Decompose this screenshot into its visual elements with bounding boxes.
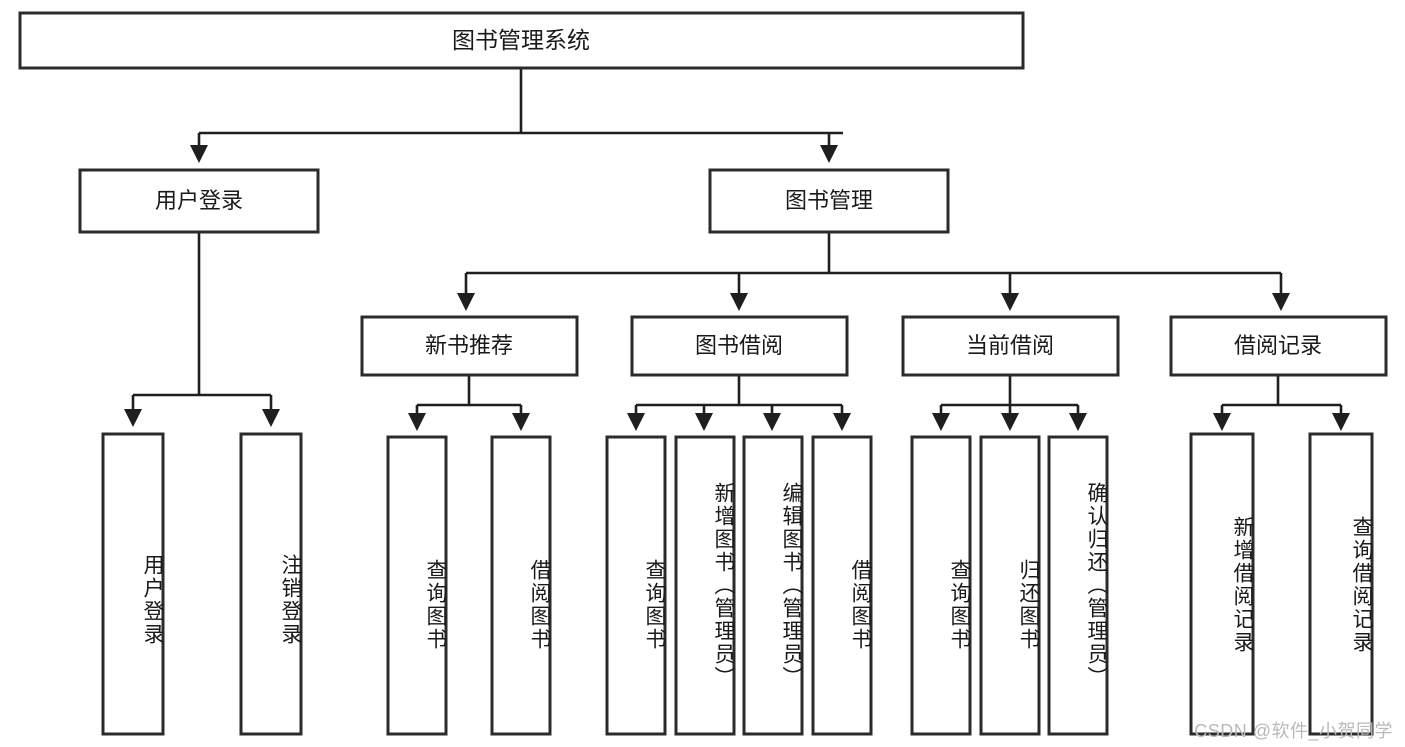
leaf-box-bb-query-book[interactable] (605, 435, 667, 736)
leaf-box-bb-add-book[interactable] (674, 435, 736, 736)
leaf-box-logout[interactable] (239, 432, 303, 736)
connector-borrow-to-leaves (626, 375, 852, 432)
connector-record-to-leaves (1212, 375, 1351, 432)
leaf-box-cb-query-book[interactable] (910, 435, 972, 736)
node-root-label: 图书管理系统 (452, 27, 590, 53)
leaf-box-nb-borrow-book[interactable] (490, 435, 552, 736)
node-user-login[interactable]: 用户登录 (78, 168, 320, 234)
connector-userlogin-to-leaves (123, 232, 281, 428)
node-user-login-label: 用户登录 (155, 188, 243, 213)
leaf-box-user-login[interactable] (101, 432, 165, 736)
node-new-book-recommend[interactable]: 新书推荐 (360, 315, 579, 377)
node-root-system[interactable]: 图书管理系统 (18, 11, 1025, 70)
leaf-box-cb-return-book[interactable] (979, 435, 1041, 736)
node-borrow-record-label: 借阅记录 (1234, 333, 1322, 358)
node-borrow-record[interactable]: 借阅记录 (1169, 315, 1388, 377)
node-book-management[interactable]: 图书管理 (708, 168, 950, 234)
node-book-management-label: 图书管理 (785, 188, 873, 213)
leaf-box-br-add-record[interactable] (1189, 432, 1255, 736)
leaf-box-br-query-record[interactable] (1308, 432, 1374, 736)
watermark-text: CSDN @软件_小贺同学 (1194, 721, 1393, 741)
node-current-borrow[interactable]: 当前借阅 (901, 315, 1120, 377)
connector-newbook-to-leaves (407, 375, 531, 432)
leaf-box-bb-edit-book[interactable] (742, 435, 804, 736)
node-new-book-recommend-label: 新书推荐 (425, 333, 513, 358)
node-book-borrow[interactable]: 图书借阅 (630, 315, 849, 377)
node-current-borrow-label: 当前借阅 (966, 333, 1054, 358)
node-book-borrow-label: 图书借阅 (695, 333, 783, 358)
connector-root-to-level2 (189, 68, 843, 164)
leaf-box-cb-confirm-return[interactable] (1047, 435, 1109, 736)
connector-current-to-leaves (931, 375, 1088, 432)
leaf-box-bb-borrow-book[interactable] (811, 435, 873, 736)
leaf-box-nb-query-book[interactable] (386, 435, 448, 736)
connector-bookmgmt-to-level3 (456, 232, 1291, 312)
